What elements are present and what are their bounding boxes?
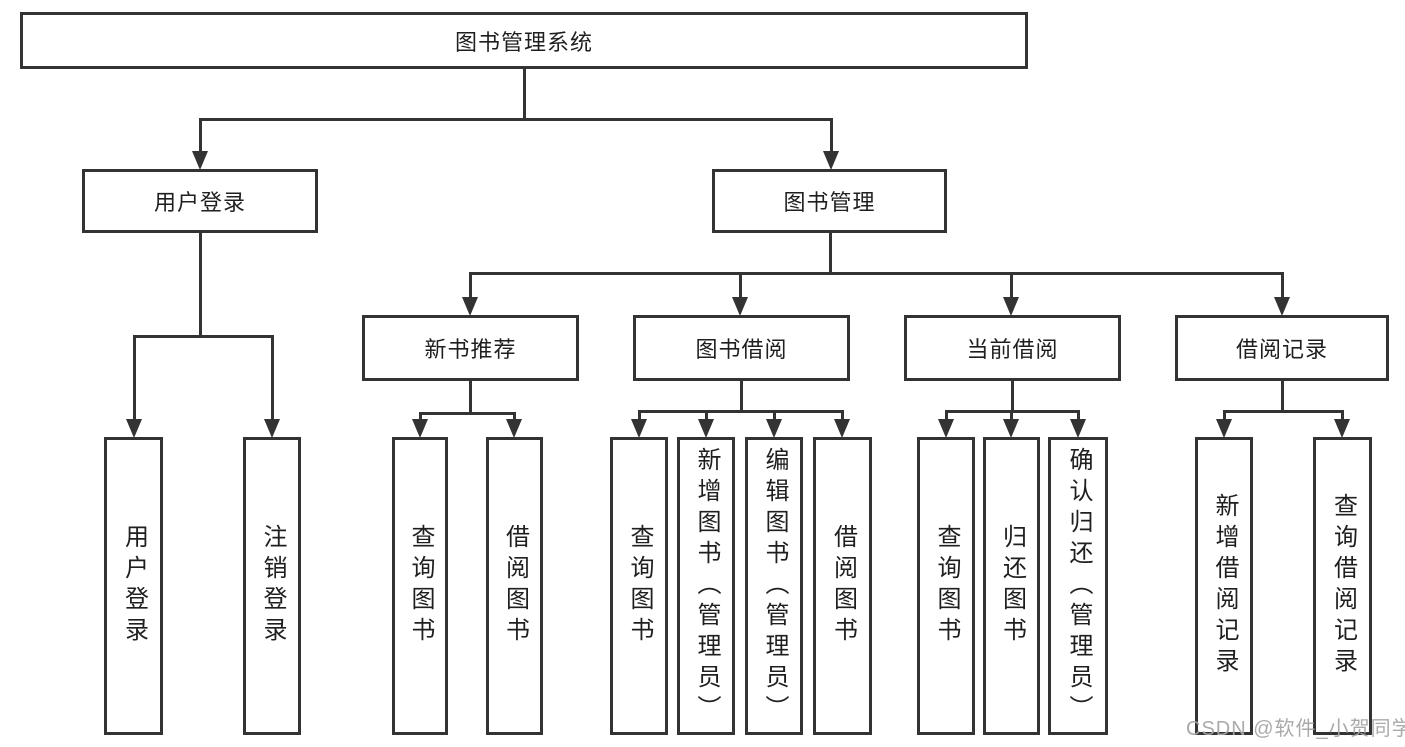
node-label: 当前借阅: [966, 337, 1059, 362]
node-leaf-query-books-current: 查询图书: [917, 437, 975, 735]
arrow-down-icon: [418, 412, 422, 419]
node-label: 用户登录: [153, 190, 246, 215]
node-label: 确认归还（管理员）: [1065, 446, 1092, 726]
connector-line: [1222, 410, 1344, 413]
node-leaf-query-borrow-record: 查询借阅记录: [1313, 437, 1372, 735]
arrow-down-icon: [1009, 410, 1013, 419]
node-user-login: 用户登录: [82, 169, 318, 233]
connector-line: [739, 381, 743, 410]
node-leaf-logout: 注销登录: [243, 437, 301, 735]
arrow-down-icon: [704, 410, 708, 419]
arrow-down-icon: [1340, 410, 1344, 419]
arrow-down-icon: [637, 410, 641, 419]
arrow-down-icon: [468, 272, 472, 297]
node-label: 查询图书: [933, 524, 960, 648]
node-label: 查询图书: [407, 524, 434, 648]
connector-line: [418, 412, 516, 415]
node-label: 查询借阅记录: [1329, 493, 1357, 679]
node-label: 图书管理系统: [454, 29, 593, 55]
connector-line: [637, 410, 844, 413]
node-label: 新增借阅记录: [1211, 493, 1238, 679]
arrow-down-icon: [1076, 410, 1080, 419]
arrow-down-icon: [829, 118, 833, 151]
arrow-down-icon: [1009, 272, 1013, 297]
node-leaf-return-books: 归还图书: [983, 437, 1040, 735]
node-label: 注销登录: [259, 524, 286, 648]
node-leaf-confirm-return-admin: 确认归还（管理员）: [1048, 437, 1108, 735]
node-label: 归还图书: [998, 524, 1026, 648]
arrow-down-icon: [512, 412, 516, 419]
node-label: 新书推荐: [424, 337, 517, 362]
connector-line: [468, 272, 1284, 275]
arrow-down-icon: [1222, 410, 1226, 419]
node-borrowing-records: 借阅记录: [1175, 315, 1389, 381]
arrow-down-icon: [738, 272, 742, 297]
node-leaf-query-books-recommend: 查询图书: [392, 437, 448, 735]
node-book-management: 图书管理: [712, 169, 947, 233]
node-label: 新增图书（管理员）: [693, 446, 720, 726]
node-leaf-borrow-books-recommend: 借阅图书: [486, 437, 543, 735]
node-label: 借阅图书: [829, 524, 857, 648]
node-label: 查询图书: [626, 524, 653, 648]
node-label: 图书管理: [783, 190, 876, 215]
node-label: 用户登录: [120, 524, 148, 648]
arrow-down-icon: [198, 118, 202, 151]
node-label: 图书借阅: [695, 337, 788, 362]
node-leaf-borrow-books: 借阅图书: [813, 437, 872, 735]
connector-line: [132, 335, 274, 338]
node-leaf-add-borrow-record: 新增借阅记录: [1195, 437, 1253, 735]
node-book-borrowing: 图书借阅: [633, 315, 850, 381]
node-label: 借阅图书: [501, 524, 529, 648]
connector-line: [198, 233, 202, 335]
node-label: 借阅记录: [1235, 337, 1328, 362]
node-leaf-add-book-admin: 新增图书（管理员）: [677, 437, 735, 735]
connector-line: [522, 69, 526, 118]
arrow-down-icon: [1280, 272, 1284, 297]
csdn-watermark: CSDN @软件_小贺同学: [1186, 718, 1405, 740]
arrow-down-icon: [840, 410, 844, 419]
node-label: 编辑图书（管理员）: [761, 446, 788, 726]
connector-line: [1280, 381, 1284, 410]
arrow-down-icon: [270, 335, 274, 419]
connector-line: [1010, 381, 1014, 410]
connector-line: [828, 233, 832, 272]
node-leaf-user-login: 用户登录: [104, 437, 163, 735]
node-new-book-recommendation: 新书推荐: [362, 315, 579, 381]
arrow-down-icon: [772, 410, 776, 419]
connector-line: [198, 118, 833, 121]
node-current-borrowing: 当前借阅: [904, 315, 1121, 381]
node-leaf-edit-book-admin: 编辑图书（管理员）: [745, 437, 803, 735]
node-library-management-system: 图书管理系统: [20, 12, 1028, 69]
connector-line: [468, 381, 472, 412]
node-leaf-query-books-borrowing: 查询图书: [610, 437, 668, 735]
arrow-down-icon: [944, 410, 948, 419]
arrow-down-icon: [132, 335, 136, 419]
